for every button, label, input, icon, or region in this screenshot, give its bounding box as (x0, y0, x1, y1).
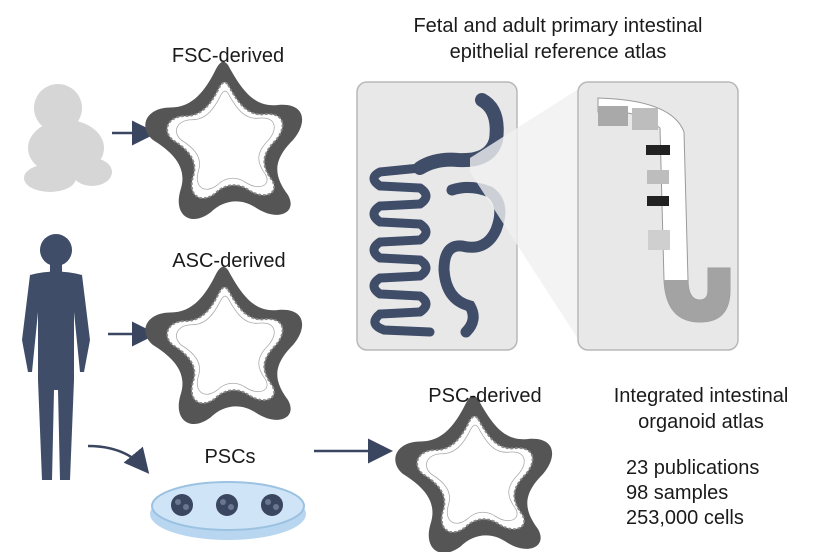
tissue-panel (577, 81, 739, 351)
stat-samples: 98 samples (626, 482, 729, 504)
stat-cells: 253,000 cells (626, 507, 744, 529)
integrated-atlas-title-line2: organoid atlas (638, 411, 764, 433)
fetus-icon (24, 84, 112, 192)
arrow-adult-to-pscs (87, 444, 150, 474)
asc-derived-label: ASC-derived (172, 250, 286, 272)
reference-atlas-title-line1: Fetal and adult primary intestinal (413, 15, 703, 37)
fsc-organoid-icon (145, 62, 302, 219)
pscs-label: PSCs (204, 446, 256, 468)
epithelium-icon (597, 97, 731, 323)
petri-dish-icon (150, 481, 306, 540)
human-figure-icon (22, 234, 90, 480)
asc-organoid-icon (145, 267, 302, 424)
intestine-panel (356, 81, 518, 351)
reference-atlas-title-line2: epithelial reference atlas (449, 41, 667, 63)
integrated-atlas-title-line1: Integrated intestinal (613, 385, 789, 407)
stat-publications: 23 publications (626, 457, 760, 479)
psc-derived-label: PSC-derived (428, 385, 542, 407)
psc-organoid-icon (395, 396, 552, 552)
fsc-derived-label: FSC-derived (171, 45, 285, 67)
